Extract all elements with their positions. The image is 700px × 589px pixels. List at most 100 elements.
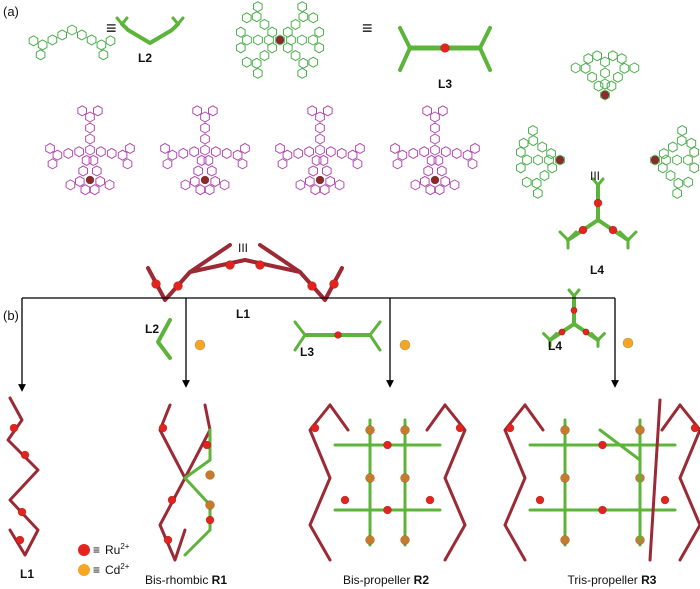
l1-molecule-segment-ring <box>196 154 207 166</box>
l1-molecule-segment-ring <box>426 154 437 166</box>
l1-molecule-segment-pyridine-ring <box>180 179 191 191</box>
l3-molecule-ring <box>242 34 252 46</box>
l4-molecule-left-core-ring <box>555 154 565 166</box>
l4-molecule-right-ring <box>672 154 682 166</box>
ru-ball <box>608 225 618 235</box>
l4-molecule-left-ring <box>531 177 542 189</box>
l4-molecule-top-core-ring <box>600 89 610 101</box>
l1-molecule-segment-pyridine-ring <box>104 179 115 191</box>
ru-ball <box>598 440 607 450</box>
l4-molecule-right-pyridine-ring <box>677 125 687 137</box>
l1-molecule-segment-ring <box>433 154 444 166</box>
ru-ball <box>205 515 215 525</box>
l1-molecule-segment-ring <box>88 154 99 166</box>
l2-small <box>156 318 172 360</box>
l1-molecule-segment-pyridine-ring <box>355 142 365 154</box>
l3-molecule-ring <box>297 34 307 46</box>
l1-molecule-segment-core-ring <box>430 144 440 156</box>
l1-molecule-segment-pyridine-ring <box>208 105 218 117</box>
cd-ball <box>194 339 206 351</box>
l4-small-tip <box>567 288 581 298</box>
l4-molecule-left-ring <box>522 154 532 166</box>
cd-ball <box>622 337 634 349</box>
l1-cartoon-arm <box>258 243 302 274</box>
l1-molecule-segment-ring <box>200 133 210 145</box>
l4-molecule-top-ring <box>613 71 623 83</box>
l1-molecule-segment-pyridine-ring <box>47 158 58 170</box>
l2-molecule-pyridine-ring <box>28 35 39 47</box>
r1-green <box>183 428 212 480</box>
l1-molecule-segment-pyridine-ring <box>160 142 170 154</box>
l2-molecule-ring <box>37 39 48 51</box>
l3-small-arm <box>368 333 382 352</box>
l3-molecule-pyridine-ring <box>235 26 246 38</box>
ru-ball <box>15 535 25 545</box>
l2-molecule-pyridine-ring <box>98 49 109 61</box>
ru-ball <box>151 279 161 289</box>
l1-molecule-segment-pyridine-ring <box>192 105 202 117</box>
l1-molecule-segment-ring <box>200 111 210 123</box>
l1-molecule-segment-pyridine-ring <box>319 184 330 196</box>
ru-ball <box>307 281 317 291</box>
l4-molecule-top-ring <box>580 62 591 74</box>
l1-molecule-segment-ring <box>91 165 102 177</box>
l4-molecule-left-pyridine-ring <box>532 187 543 199</box>
legend-cd-symbol: ≡ <box>93 563 100 577</box>
l1-molecule-segment-ring <box>430 122 440 134</box>
equivalence-l2: ≡ <box>106 18 117 38</box>
l4-molecule-right-ring <box>657 162 668 174</box>
r2-red <box>328 403 350 432</box>
ru-center <box>650 155 660 165</box>
r3-green <box>598 428 642 542</box>
l1-molecule-segment-ring <box>210 175 221 187</box>
l1-molecule-segment-ring <box>206 165 217 177</box>
l1-molecule-segment-pyridine-ring <box>467 158 478 170</box>
l4-molecule-left-pyridine-ring <box>515 162 526 174</box>
l4-molecule-left-pyridine-ring <box>518 137 529 149</box>
ru-ball <box>163 535 173 545</box>
l4-molecule-top-pyridine-ring <box>629 62 640 74</box>
caption-r2: Bis-propeller R2 <box>343 573 429 587</box>
l1-molecule-segment-pyridine-ring <box>219 179 230 191</box>
l4-molecule-left-ring <box>539 170 550 182</box>
l1-molecule-segment-ring <box>441 146 451 158</box>
l4-molecule-top-pyridine-ring <box>583 53 594 65</box>
l1-molecule-segment-ring <box>304 146 314 158</box>
ru-ball <box>570 306 578 314</box>
l4-molecule-top-pyridine-ring <box>616 53 627 65</box>
l1-molecule-segment-ring <box>325 175 336 187</box>
ru-center <box>430 175 440 185</box>
l1-molecule-segment-ring <box>85 111 95 123</box>
l1-molecule-segment-core-ring <box>85 144 95 156</box>
l4-molecule-right-ring <box>667 141 678 153</box>
ru-ball <box>598 505 607 515</box>
l3-molecule-ring <box>282 42 293 54</box>
l1-molecule-segment-ring <box>211 146 221 158</box>
l4-molecule-right-ring <box>659 148 669 160</box>
l3-arm <box>398 46 412 72</box>
r3-red <box>660 403 682 432</box>
l4-molecule-top-ring <box>606 80 617 92</box>
l3-molecule-pyridine-ring <box>308 56 319 68</box>
l1-molecule-segment-ring <box>293 147 304 159</box>
l3-molecule-ring <box>282 26 293 38</box>
l1-molecule-segment-ring <box>200 122 210 134</box>
l1-molecule-segment-ring <box>74 146 84 158</box>
ru-center <box>85 175 95 185</box>
legend-cd-ion: Cd2+ <box>105 562 130 577</box>
l3-molecule-ring <box>298 11 309 23</box>
l3-molecule-pyridine-ring <box>314 42 325 54</box>
l1-molecule-segment-ring <box>106 147 117 159</box>
ru-ball <box>425 495 435 505</box>
l1-molecule-segment-pyridine-ring <box>237 158 248 170</box>
l1-molecule-segment-ring <box>221 147 232 159</box>
l1-molecule-segment-pyridine-ring <box>80 184 91 196</box>
l1-molecule-segment-ring <box>408 147 419 159</box>
l4-molecule-left-ring <box>544 154 554 166</box>
l3-molecule-ring <box>267 26 278 38</box>
cd-ball <box>400 473 410 483</box>
l4-molecule-top-ring <box>593 80 604 92</box>
ru-center <box>600 90 610 100</box>
ru-ball <box>167 495 177 505</box>
